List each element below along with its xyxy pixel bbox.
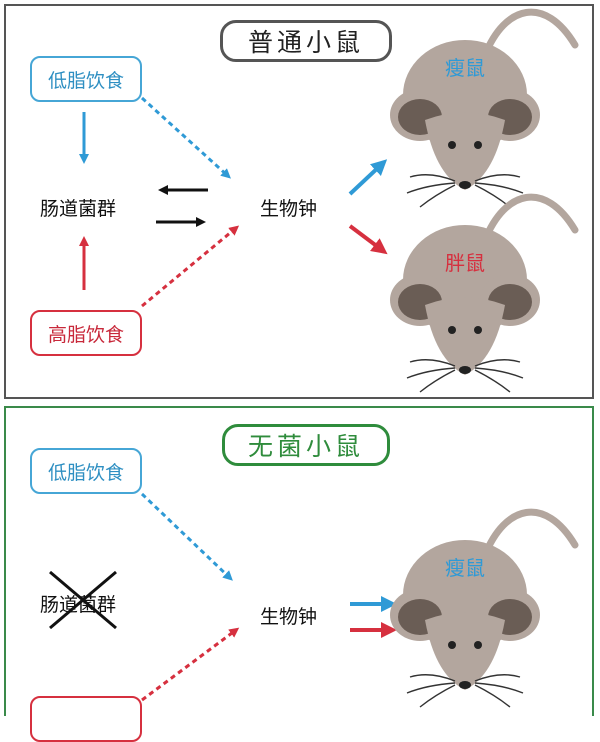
low-fat-diet-box: 低脂饮食 <box>30 448 142 494</box>
arrow-low-diet-to-clock-germfree <box>140 492 233 581</box>
panel-title-normal-mouse: 普通小鼠 <box>220 20 392 62</box>
lean-mouse-label: 瘦鼠 <box>445 56 485 80</box>
microbiota-cross-mark <box>49 570 117 630</box>
arrow-low-diet-to-clock <box>140 96 231 179</box>
low-fat-diet-box: 低脂饮食 <box>30 56 142 102</box>
fat-mouse-label: 胖鼠 <box>445 251 485 275</box>
fat-mouse-illustration: 胖鼠 <box>390 197 575 392</box>
lean-mouse-illustration: 瘦鼠 <box>390 12 575 207</box>
normal-mouse-panel: 普通小鼠 低脂饮食 高脂饮食 肠道菌群 生物钟 <box>4 4 594 399</box>
diagram-graphics: 瘦鼠 胖鼠 瘦鼠 <box>49 0 600 709</box>
arrow-high-diet-to-clock <box>141 225 240 308</box>
arrow-clock-to-fat-mouse <box>348 224 388 255</box>
biological-clock-label: 生物钟 <box>260 198 318 220</box>
arrow-high-diet-to-clock-germfree <box>141 627 240 702</box>
lean-mouse-label-germfree: 瘦鼠 <box>445 556 485 580</box>
arrow-clock-to-lean-mouse <box>348 159 388 196</box>
high-fat-diet-box: 高脂饮食 <box>30 310 142 356</box>
panel-title-germ-free-mouse: 无菌小鼠 <box>222 424 390 466</box>
biological-clock-label: 生物钟 <box>260 606 318 628</box>
lean-mouse-illustration-germfree: 瘦鼠 <box>390 512 575 707</box>
gut-microbiota-label: 肠道菌群 <box>40 198 117 220</box>
